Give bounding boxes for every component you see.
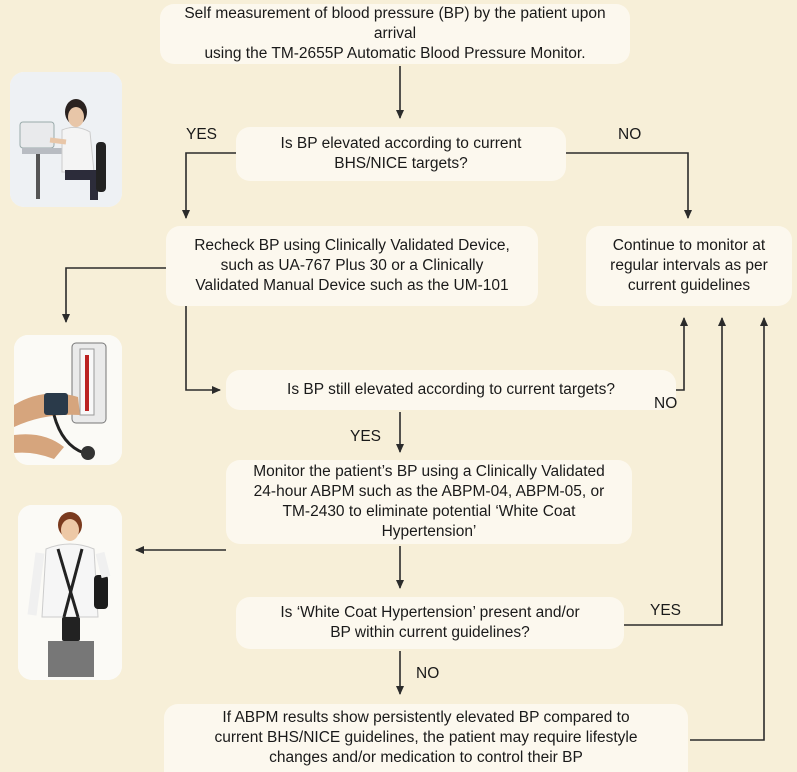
node-white-coat: Is ‘White Coat Hypertension’ present and… [236,597,624,649]
node-white-coat-line2: BP within current guidelines? [330,624,530,641]
label-no-not-elevated: NO [618,126,642,143]
node-abpm-line1: Monitor the patient’s BP using a Clinica… [253,463,605,480]
photo-patient-seated [10,72,122,207]
node-bp-elevated-line1: Is BP elevated according to current [280,135,522,152]
label-yes-white-coat: YES [650,602,682,619]
node-final-outcome-line1: If ABPM results show persistently elevat… [222,709,630,726]
node-continue-monitor-line2: regular intervals as per [610,257,768,274]
node-recheck-bp: Recheck BP using Clinically Validated De… [166,226,538,306]
label-no-not-still-elevated: NO [654,395,678,412]
arrow-elevated-yes [182,152,236,219]
node-abpm: Monitor the patient’s BP using a Clinica… [226,460,632,544]
node-self-measurement-line2: using the TM-2655P Automatic Blood Press… [204,45,586,62]
node-recheck-bp-line3: Validated Manual Device such as the UM-1… [195,277,509,294]
node-recheck-bp-line1: Recheck BP using Clinically Validated De… [194,237,510,254]
label-yes-elevated: YES [186,126,218,143]
node-continue-monitor: Continue to monitor at regular intervals… [586,226,792,306]
photo-abpm-wearer [18,505,122,680]
photo-manual-device [14,335,122,465]
arrow-elevated-no [566,152,692,219]
node-self-measurement-line1: Self measurement of blood pressure (BP) … [184,5,606,42]
node-final-outcome-line3: changes and/or medication to control the… [269,749,583,766]
node-final-outcome: If ABPM results show persistently elevat… [164,704,688,772]
node-self-measurement: Self measurement of blood pressure (BP) … [160,4,630,64]
label-no-white-coat: NO [416,665,440,682]
node-abpm-line2: 24-hour ABPM such as the ABPM-04, ABPM-0… [253,483,605,500]
node-still-elevated-line1: Is BP still elevated according to curren… [287,381,615,398]
node-white-coat-line1: Is ‘White Coat Hypertension’ present and… [280,604,580,621]
arrow-recheck-to-still-elevated [185,306,221,394]
arrow-recheck-to-photo [62,267,166,323]
node-abpm-line3: TM-2430 to eliminate potential ‘White Co… [282,503,576,540]
arrow-white-coat-yes [624,317,726,626]
node-bp-elevated: Is BP elevated according to current BHS/… [236,127,566,181]
node-bp-elevated-line2: BHS/NICE targets? [334,155,468,172]
node-continue-monitor-line3: current guidelines [627,277,751,294]
node-still-elevated: Is BP still elevated according to curren… [226,370,676,410]
node-recheck-bp-line2: such as UA-767 Plus 30 or a Clinically [220,257,484,274]
arrow-still-elevated-no [676,317,688,391]
label-yes-still-elevated: YES [350,428,382,445]
arrow-final-to-continue [690,317,768,741]
node-continue-monitor-line1: Continue to monitor at [612,237,766,254]
node-final-outcome-line2: current BHS/NICE guidelines, the patient… [214,729,638,746]
